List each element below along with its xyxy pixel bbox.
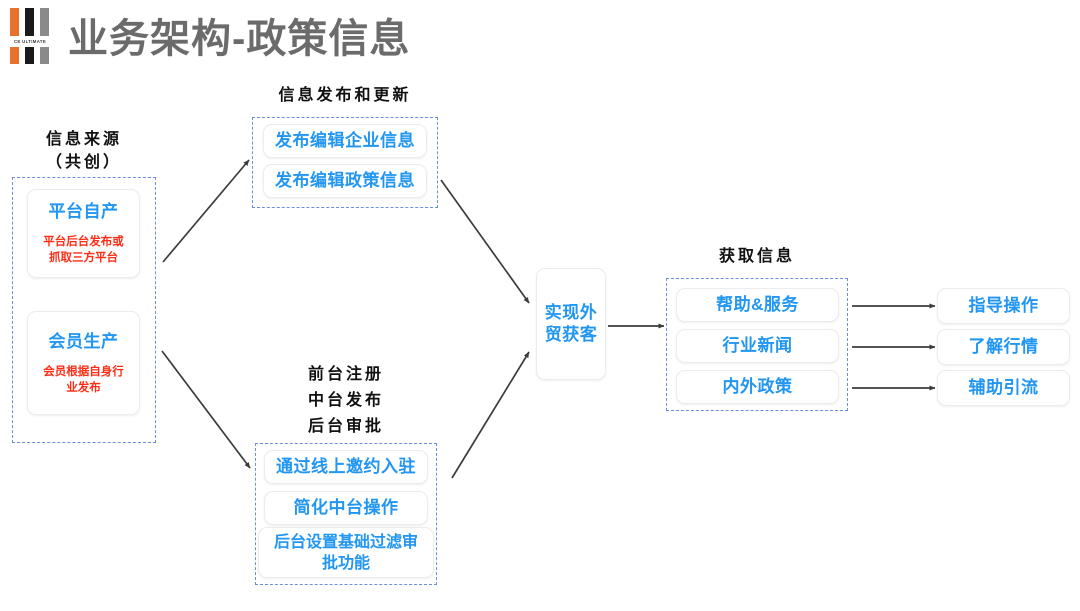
brand-logo-icon: CE ULTIMATE	[8, 8, 52, 64]
card-title: 了解行情	[968, 337, 1039, 356]
card-title-line1: 实现外	[544, 303, 598, 322]
logo-text: CE ULTIMATE	[13, 39, 47, 44]
card-acquire-policies[interactable]: 内外政策	[676, 370, 839, 404]
heading-source-line2: （共创）	[45, 154, 122, 171]
card-title-line2: 批功能	[321, 554, 370, 572]
card-title-line2: 贸获客	[544, 325, 598, 344]
card-register-simplify[interactable]: 简化中台操作	[264, 491, 428, 525]
heading-publish: 信息发布和更新	[278, 87, 412, 104]
heading-register-line3: 后台审批	[307, 418, 384, 435]
card-publish-company-info[interactable]: 发布编辑企业信息	[263, 124, 427, 158]
heading-register-line1: 前台注册	[307, 366, 384, 383]
arrow-register-to-center	[451, 351, 530, 479]
card-title: 发布编辑企业信息	[275, 131, 415, 150]
heading-register-line2: 中台发布	[307, 392, 384, 409]
card-subtitle: 会员根据自身行 业发布	[43, 364, 124, 396]
card-outcome-guide-operation[interactable]: 指导操作	[937, 288, 1070, 324]
logo-band: CE ULTIMATE	[8, 36, 52, 47]
arrow-source-to-publish	[162, 159, 250, 263]
heading-source-line1: 信息来源	[45, 131, 122, 148]
card-title: 行业新闻	[722, 336, 793, 355]
card-title: 指导操作	[968, 296, 1039, 315]
card-center-goal[interactable]: 实现外 贸获客	[536, 268, 606, 380]
card-register-backend-filter[interactable]: 后台设置基础过滤审 批功能	[258, 527, 434, 578]
card-subtitle-line2: 业发布	[66, 381, 101, 394]
card-source-platform[interactable]: 平台自产 平台后台发布或 抓取三方平台	[27, 189, 140, 278]
card-register-online-invite[interactable]: 通过线上邀约入驻	[264, 450, 428, 484]
card-title: 会员生产	[48, 331, 119, 351]
card-title: 辅助引流	[968, 378, 1039, 397]
card-title: 内外政策	[722, 377, 793, 396]
card-subtitle: 平台后台发布或 抓取三方平台	[43, 234, 124, 266]
card-outcome-traffic-support[interactable]: 辅助引流	[937, 370, 1070, 406]
group-acquire-box	[666, 278, 848, 411]
group-register-box	[255, 443, 437, 585]
group-source-box	[12, 177, 156, 443]
arrow-publish-to-center	[440, 179, 530, 304]
card-publish-policy-info[interactable]: 发布编辑政策信息	[263, 164, 427, 198]
group-publish-box	[252, 117, 438, 208]
card-source-member[interactable]: 会员生产 会员根据自身行 业发布	[27, 311, 140, 415]
card-title-line1: 后台设置基础过滤审	[273, 533, 418, 551]
card-outcome-market-insight[interactable]: 了解行情	[937, 329, 1070, 365]
card-subtitle-line1: 会员根据自身行	[43, 365, 124, 378]
card-title: 平台自产	[48, 202, 119, 221]
card-acquire-help-service[interactable]: 帮助&服务	[676, 288, 839, 322]
card-title: 简化中台操作	[293, 498, 399, 517]
card-title: 发布编辑政策信息	[275, 171, 415, 190]
card-title: 通过线上邀约入驻	[276, 457, 416, 476]
card-title: 帮助&服务	[716, 295, 799, 314]
page-title: 业务架构-政策信息	[68, 17, 411, 61]
card-subtitle-line2: 抓取三方平台	[49, 252, 118, 264]
card-subtitle-line1: 平台后台发布或	[43, 236, 124, 248]
arrow-source-to-register	[161, 350, 251, 469]
card-acquire-industry-news[interactable]: 行业新闻	[676, 329, 839, 363]
heading-acquire: 获取信息	[718, 248, 795, 265]
